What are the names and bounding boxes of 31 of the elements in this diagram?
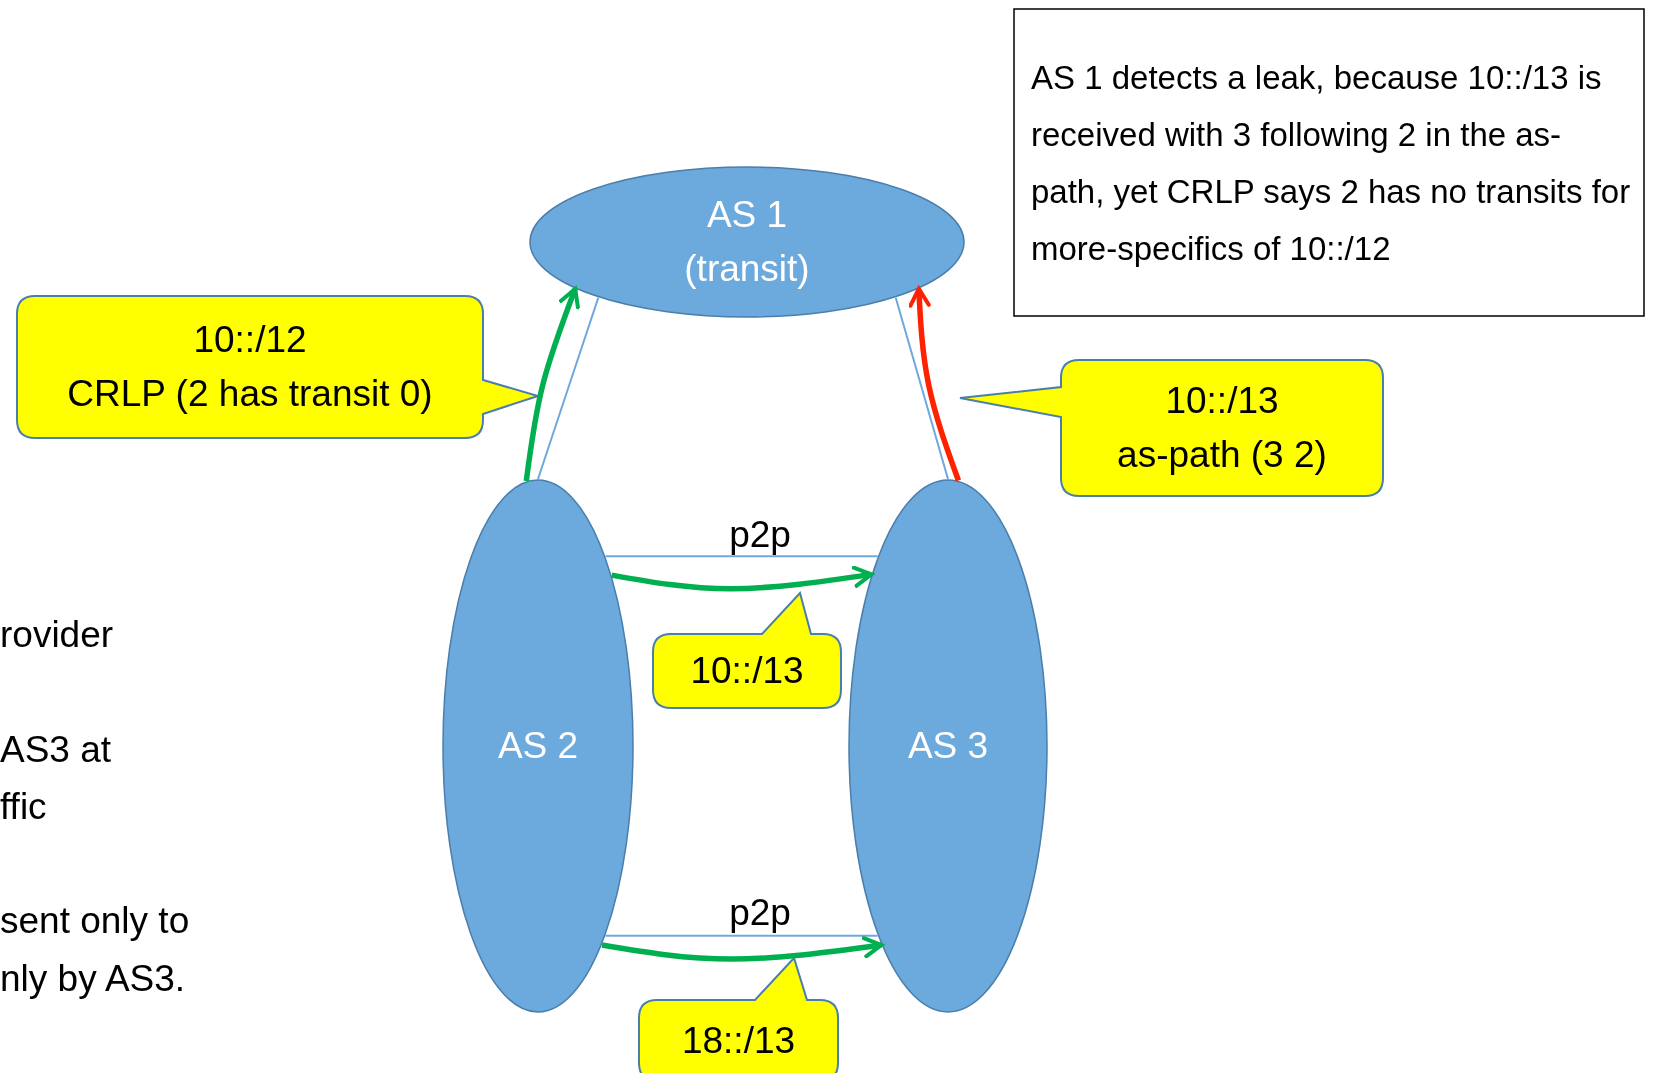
note-box bbox=[1013, 8, 1645, 317]
arrow bbox=[523, 286, 580, 482]
note-text: AS 1 detects a leak, because 10::/13 is received with 3 following 2 in the as-path, yet CRLP says 2 has no transits for more-specifics of 10::/12 bbox=[1031, 57, 1631, 269]
note-text: nly by AS3. bbox=[0, 960, 186, 997]
note-text: ffic bbox=[0, 788, 47, 825]
as-ellipse bbox=[442, 479, 634, 1013]
link-line bbox=[537, 296, 600, 480]
node-label: 18::/13 bbox=[681, 1018, 796, 1063]
speech-callout bbox=[958, 360, 1383, 496]
arrow bbox=[611, 565, 874, 592]
node-label: AS 1 (transit) bbox=[683, 193, 811, 291]
node-label: 10::/12 bbox=[193, 318, 307, 363]
as-ellipse bbox=[529, 166, 965, 318]
node-label: 10::/13 bbox=[1165, 379, 1279, 424]
arrow bbox=[601, 936, 884, 962]
link-line bbox=[604, 555, 879, 558]
node-label: 10::/13 bbox=[690, 649, 804, 694]
speech-callout bbox=[17, 296, 540, 438]
note-text: sent only to bbox=[0, 902, 190, 939]
link-line bbox=[604, 934, 879, 937]
node-label: CRLP (2 has transit 0) bbox=[67, 372, 433, 416]
speech-callout bbox=[653, 591, 841, 708]
note-text: AS3 at bbox=[0, 731, 112, 768]
as-ellipse bbox=[848, 479, 1048, 1013]
node-label: as-path (3 2) bbox=[1117, 433, 1327, 477]
node-label: AS 2 bbox=[497, 724, 579, 769]
arrow bbox=[908, 286, 962, 482]
node-label: AS 3 bbox=[907, 724, 989, 769]
speech-callout bbox=[639, 956, 838, 1073]
link-line bbox=[894, 296, 949, 480]
note-text: rovider bbox=[0, 616, 114, 653]
